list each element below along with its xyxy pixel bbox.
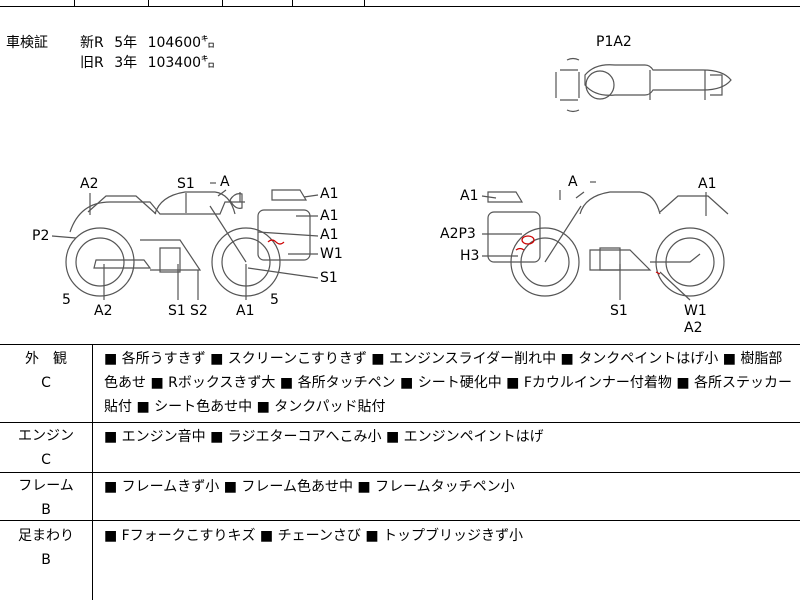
inspection-old-row: 旧R 3年 103400㌔ xyxy=(80,52,221,74)
right-label-a2p3: A2P3 xyxy=(440,226,476,242)
right-label-s1: S1 xyxy=(610,303,628,319)
left-label-a2-top: A2 xyxy=(80,176,99,192)
left-label-a-top: A xyxy=(220,174,230,190)
right-leader-lines xyxy=(481,181,707,301)
left-label-s1-bottom: S1 xyxy=(168,303,186,319)
section-frame-label: フレーム B xyxy=(0,475,92,521)
divider-frame xyxy=(0,520,800,521)
left-label-s1: S1 xyxy=(177,176,195,192)
inspection-new-years: 5年 xyxy=(114,35,138,51)
inspection-old-label: 旧R xyxy=(80,55,104,71)
top-view-code: P1A2 xyxy=(596,34,632,50)
left-label-a1-3: A1 xyxy=(320,227,339,243)
top-strip xyxy=(0,0,800,6)
right-label-a-top: A xyxy=(568,174,578,190)
right-label-a2: A2 xyxy=(684,320,703,336)
section-exterior-text: ■ 各所うすきず ■ スクリーンこすりきず ■ エンジンスライダー削れ中 ■ タ… xyxy=(104,351,792,415)
section-suspension-text: ■ Fフォークこすりキズ ■ チェーンさび ■ トップブリッジきず小 xyxy=(104,528,524,544)
section-vertical-divider xyxy=(92,344,93,600)
inspection-new-label: 新R xyxy=(80,35,104,51)
left-label-a1-1: A1 xyxy=(320,186,339,202)
left-label-five-left: 5 xyxy=(62,292,71,308)
section-frame-name: フレーム xyxy=(18,478,74,494)
section-suspension-grade: B xyxy=(41,552,51,568)
right-label-w1: W1 xyxy=(684,303,707,319)
top-view-drawing xyxy=(555,57,732,113)
section-engine-text: ■ エンジン音中 ■ ラジエターコアへこみ小 ■ エンジンペイントはげ xyxy=(104,429,544,445)
inspection-old-years: 3年 xyxy=(114,55,138,71)
section-exterior-grade: C xyxy=(41,375,51,391)
section-frame-grade: B xyxy=(41,502,51,518)
left-label-a2-bottom: A2 xyxy=(94,303,113,319)
inspection-new-km: 104600㌔ xyxy=(147,35,216,51)
left-label-s2-bottom: S2 xyxy=(190,303,208,319)
inspection-new-row: 新R 5年 104600㌔ xyxy=(80,32,221,54)
inspection-title: 車検証 xyxy=(6,35,48,51)
left-label-a1-bottom: A1 xyxy=(236,303,255,319)
left-label-p2: P2 xyxy=(32,228,50,244)
right-label-h3: H3 xyxy=(460,248,480,264)
inspection-old-km: 103400㌔ xyxy=(147,55,216,71)
divider-engine xyxy=(0,472,800,473)
left-side-drawing xyxy=(65,189,311,297)
divider-exterior xyxy=(0,422,800,423)
divider-top xyxy=(0,6,800,7)
section-exterior-label: 外 観 C xyxy=(0,348,92,394)
left-label-a1-2: A1 xyxy=(320,208,339,224)
section-exterior-name: 外 観 xyxy=(25,351,67,367)
section-engine-grade: C xyxy=(41,452,51,468)
left-label-w1: W1 xyxy=(320,246,343,262)
right-side-drawing xyxy=(487,190,729,297)
right-label-a1-top: A1 xyxy=(698,176,717,192)
motorcycle-diagram xyxy=(51,57,732,301)
damage-marks xyxy=(267,235,661,275)
divider-diagram xyxy=(0,344,800,345)
section-frame-text: ■ フレームきず小 ■ フレーム色あせ中 ■ フレームタッチペン小 xyxy=(104,479,515,495)
left-label-s1-right: S1 xyxy=(320,270,338,286)
right-label-a1-left: A1 xyxy=(460,188,479,204)
section-engine-label: エンジン C xyxy=(0,425,92,471)
left-leader-lines xyxy=(51,182,319,300)
left-label-five-right: 5 xyxy=(270,292,279,308)
section-engine-name: エンジン xyxy=(18,428,74,444)
section-suspension-label: 足まわり B xyxy=(0,525,92,571)
section-suspension-name: 足まわり xyxy=(18,528,74,544)
